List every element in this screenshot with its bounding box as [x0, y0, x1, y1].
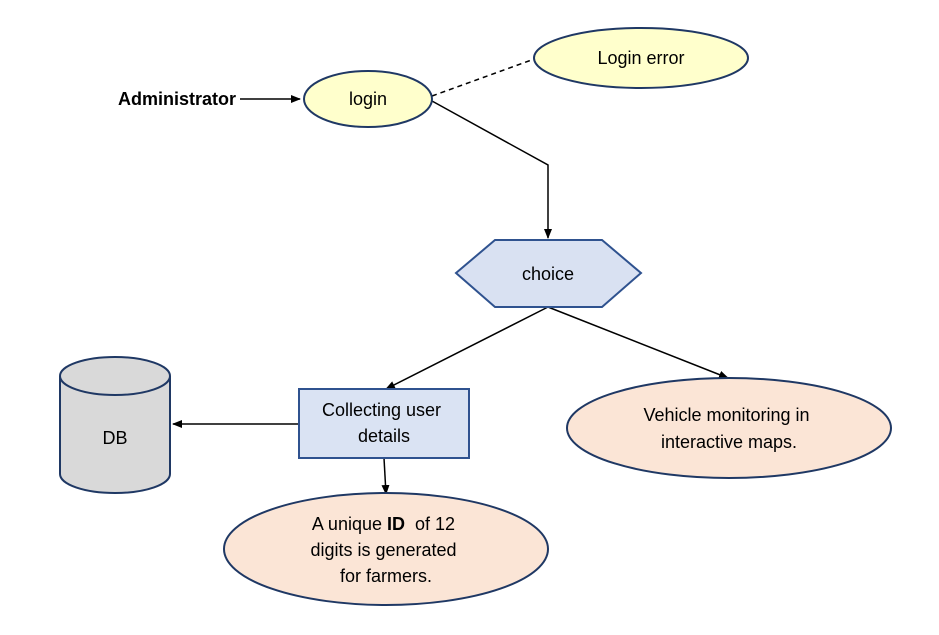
- unique-id-line1-pre: A unique: [312, 514, 387, 534]
- unique-id-ellipse: [223, 492, 549, 606]
- unique-id-line1-bold: ID: [387, 514, 405, 534]
- login-error-node: Login error: [533, 27, 749, 89]
- collecting-user-details-box: [298, 388, 470, 459]
- collecting-label-line1: Collecting user: [322, 400, 441, 420]
- choice-to-collecting-arrow: [385, 306, 549, 390]
- vehicle-monitoring-node: Vehicle monitoring in interactive maps.: [566, 377, 892, 479]
- unique-id-line2: digits is generated: [310, 540, 456, 560]
- login-node: login: [303, 70, 433, 128]
- db-cylinder: DB: [59, 356, 171, 494]
- login-label: login: [349, 89, 387, 109]
- choice-hexagon: [454, 239, 643, 308]
- db-cylinder-top: [59, 356, 171, 396]
- choice-node: choice: [454, 239, 643, 308]
- login-ellipse: [303, 70, 433, 128]
- vehicle-monitoring-ellipse: [566, 377, 892, 479]
- unique-id-node: A unique ID of 12 digits is generated fo…: [223, 492, 549, 606]
- administrator-label: Administrator: [118, 89, 236, 109]
- login-to-error-dashed-connector: [431, 57, 538, 97]
- collecting-to-unique-id-arrow: [381, 457, 390, 495]
- collecting-label: Collecting user details: [322, 400, 446, 446]
- db-label: DB: [102, 428, 127, 448]
- unique-id-line3: for farmers.: [340, 566, 432, 586]
- choice-to-vehicle-arrow: [547, 306, 729, 379]
- unique-id-line1: A unique ID of 12: [312, 514, 455, 534]
- choice-label: choice: [522, 264, 574, 284]
- vehicle-label: Vehicle monitoring in interactive maps.: [643, 405, 814, 452]
- vehicle-label-line1: Vehicle monitoring in: [643, 405, 809, 425]
- login-error-ellipse: [533, 27, 749, 89]
- login-to-choice-arrow: [431, 100, 552, 239]
- login-error-label: Login error: [597, 48, 684, 68]
- unique-id-line1-post: of 12: [405, 514, 455, 534]
- db-cylinder-body: [59, 376, 171, 494]
- unique-id-label: A unique ID of 12 digits is generated fo…: [310, 514, 461, 586]
- collecting-label-line2: details: [358, 426, 410, 446]
- vehicle-label-line2: interactive maps.: [661, 432, 797, 452]
- collecting-user-details-node: Collecting user details: [298, 388, 470, 459]
